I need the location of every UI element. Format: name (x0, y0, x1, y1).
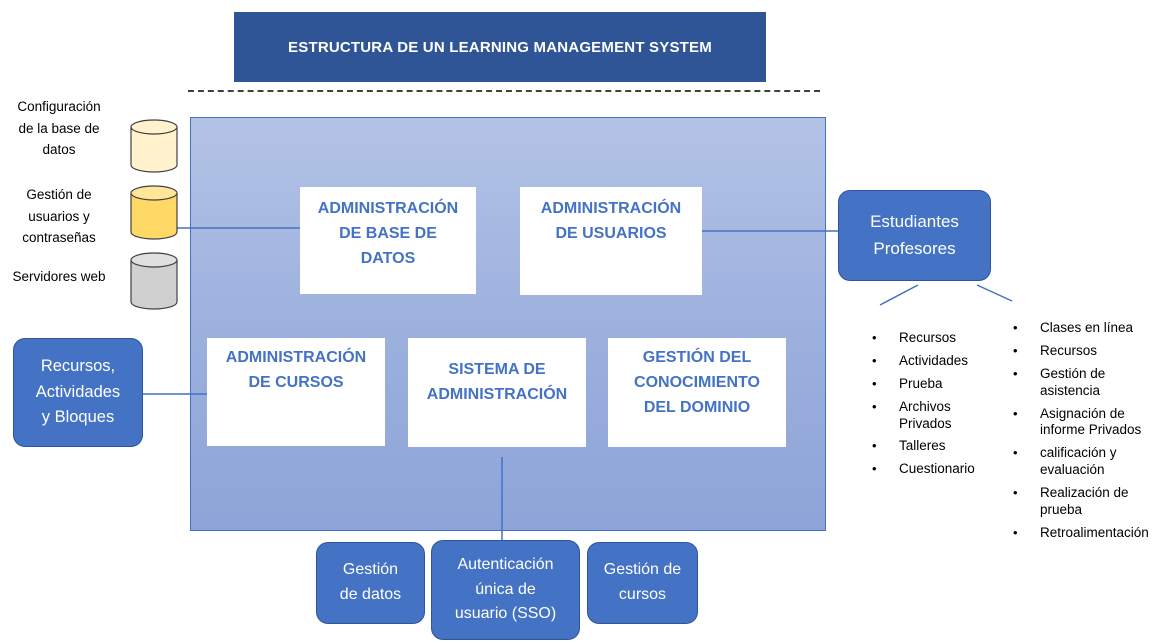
sso-box: Autenticación única de usuario (SSO) (431, 540, 580, 640)
students-list: Recursos Actividades Prueba Archivos Pri… (869, 330, 989, 484)
list-item: Realización de prueba (1010, 485, 1150, 519)
module-knowledge-label: GESTIÓN DEL CONOCIMIENTO DEL DOMINIO (634, 349, 760, 416)
list-item: Archivos Privados (869, 399, 959, 433)
list-item: Talleres (869, 438, 989, 455)
module-course-admin: ADMINISTRACIÓN DE CURSOS (207, 338, 385, 446)
resources-box: Recursos, Actividades y Bloques (13, 338, 143, 447)
list-item: Asignación de informe Privados (1010, 406, 1170, 440)
module-db-admin-label: ADMINISTRACIÓN DE BASE DE DATOS (317, 200, 459, 267)
list-item: Retroalimentación (1010, 525, 1172, 542)
list-item: Recursos (1010, 343, 1172, 360)
database-cylinder-users (130, 185, 178, 240)
students-teachers-box: Estudiantes Profesores (838, 190, 991, 281)
data-management-box: Gestión de datos (316, 542, 425, 624)
teachers-branch (976, 284, 1013, 302)
module-admin-system-label: SISTEMA DE ADMINISTRACIÓN (426, 361, 568, 403)
db-label-config: Configuración de la base de datos (17, 99, 101, 158)
module-user-admin: ADMINISTRACIÓN DE USUARIOS (520, 187, 702, 295)
list-item: Cuestionario (869, 461, 989, 478)
course-management-box: Gestión de cursos (587, 542, 698, 624)
module-db-admin: ADMINISTRACIÓN DE BASE DE DATOS (300, 187, 476, 294)
list-item: Recursos (869, 330, 989, 347)
list-item: Clases en línea (1010, 320, 1172, 337)
list-item: Gestión de asistencia (1010, 366, 1150, 400)
list-item: calificación y evaluación (1010, 445, 1150, 479)
students-branch (879, 284, 919, 306)
list-item: Actividades (869, 353, 989, 370)
database-cylinder-config (130, 119, 178, 173)
list-item: Prueba (869, 376, 989, 393)
module-course-admin-label: ADMINISTRACIÓN DE CURSOS (225, 349, 367, 391)
teachers-list: Clases en línea Recursos Gestión de asis… (1010, 320, 1172, 548)
module-knowledge: GESTIÓN DEL CONOCIMIENTO DEL DOMINIO (608, 338, 786, 447)
lms-panel (190, 117, 826, 531)
database-cylinder-servers (130, 252, 178, 310)
diagram-title: ESTRUCTURA DE UN LEARNING MANAGEMENT SYS… (234, 12, 766, 82)
db-label-users: Gestión de usuarios y contraseñas (22, 187, 96, 246)
module-user-admin-label: ADMINISTRACIÓN DE USUARIOS (540, 200, 682, 242)
dashed-divider (188, 90, 820, 92)
db-label-servers: Servidores web (12, 269, 106, 284)
module-admin-system: SISTEMA DE ADMINISTRACIÓN (408, 338, 586, 447)
